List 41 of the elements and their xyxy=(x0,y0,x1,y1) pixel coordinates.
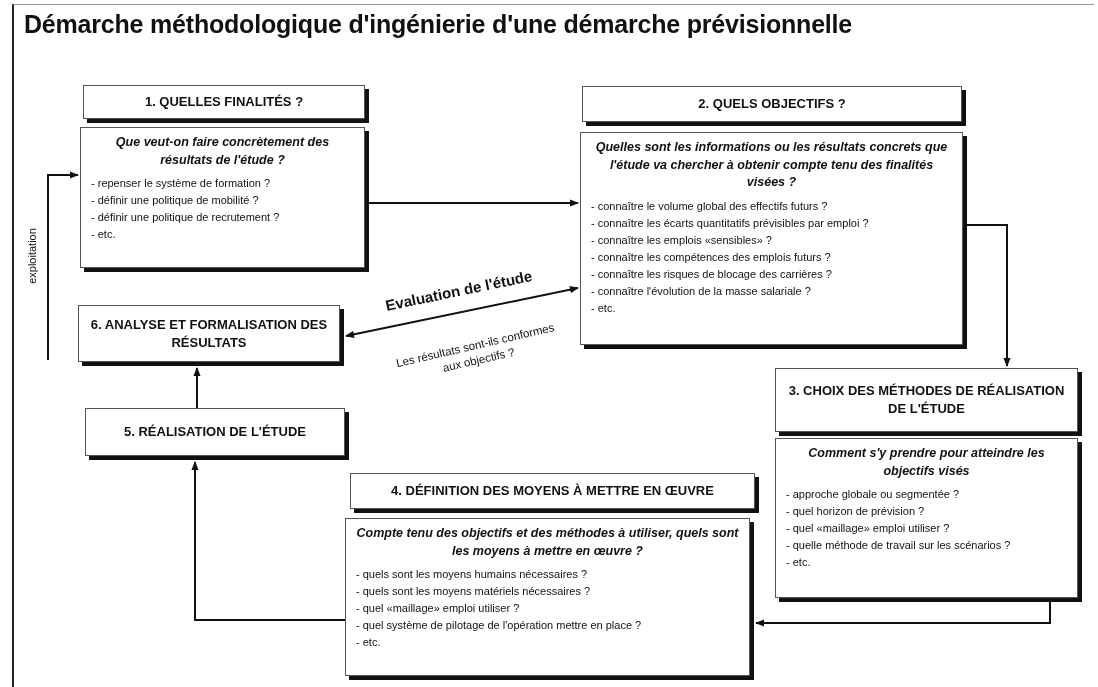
arrow xyxy=(193,367,201,409)
list-item: - définir une politique de recrutement ? xyxy=(91,210,281,226)
guiding-question: Comment s'y prendre pour atteindre les objectifs visés xyxy=(807,445,1046,480)
list-item: - quel système de pilotage de l'opération mettre en place ? xyxy=(356,618,643,634)
arrow xyxy=(755,601,1051,627)
list-item: - quels sont les moyens humains nécessaires ? xyxy=(356,567,589,582)
note-text: Les résultats sont-ils conformes aux objectifs ? xyxy=(394,320,557,376)
guiding-question: Que veut-on faire concrètement des résultats de l'étude ? xyxy=(114,134,331,169)
list-item: - quel «maillage» emploi utiliser ? xyxy=(356,601,521,617)
guiding-question: Compte tenu des objectifs et des méthodes à utiliser, quels sont les moyens à mettre en œuvre ? xyxy=(356,525,739,560)
list-item: - etc. xyxy=(91,227,117,243)
list-item: - etc. xyxy=(356,635,382,651)
list-item: - connaître les emplois «sensibles» ? xyxy=(591,232,773,248)
list-item: - repenser le système de formation ? xyxy=(91,176,272,191)
arrow xyxy=(368,199,579,207)
diagram-title: Démarche méthodologique d'ingénierie d'une démarche prévisionnelle xyxy=(24,10,853,39)
arrow xyxy=(191,461,346,621)
list-item: - etc. xyxy=(591,300,617,316)
arrow xyxy=(345,286,579,338)
list-item: - quel horizon de prévision ? xyxy=(786,504,926,520)
step-heading: 4. DÉFINITION DES MOYENS À METTRE EN ŒUVRE xyxy=(390,482,715,500)
list-item: - connaître les écarts quantitatifs prévisibles par emploi ? xyxy=(591,215,870,231)
list-item: - définir une politique de mobilité ? xyxy=(91,193,260,209)
list-item: - approche globale ou segmentée ? xyxy=(786,487,961,502)
edge-label: exploitation xyxy=(25,228,38,284)
step-heading: 5. RÉALISATION DE L'ÉTUDE xyxy=(123,423,307,441)
guiding-question: Quelles sont les informations ou les résultats concrets que l'étude va chercher à obtenir compte tenu des finalités visées ? xyxy=(594,139,949,191)
list-item: - connaître les risques de blocage des carrières ? xyxy=(591,266,833,282)
step-heading: 1. QUELLES FINALITÉS ? xyxy=(143,93,305,111)
arrow xyxy=(47,171,79,361)
list-item: - connaître le volume global des effectifs futurs ? xyxy=(591,198,829,214)
step-heading: 3. CHOIX DES MÉTHODES DE RÉALISATION DE L'ÉTUDE xyxy=(787,382,1066,418)
list-item: - quel «maillage» emploi utiliser ? xyxy=(786,521,951,537)
list-item: - etc. xyxy=(786,555,812,571)
list-item: - quelle méthode de travail sur les scénarios ? xyxy=(786,538,1012,554)
list-item: - connaître les compétences des emplois futurs ? xyxy=(591,249,832,265)
list-item: - quels sont les moyens matériels nécessaires ? xyxy=(356,584,592,600)
step-heading: 6. ANALYSE ET FORMALISATION DES RÉSULTATS xyxy=(89,315,329,352)
arrow xyxy=(966,224,1011,367)
list-item: - connaître l'évolution de la masse salariale ? xyxy=(591,283,812,299)
step-heading: 2. QUELS OBJECTIFS ? xyxy=(697,95,847,113)
